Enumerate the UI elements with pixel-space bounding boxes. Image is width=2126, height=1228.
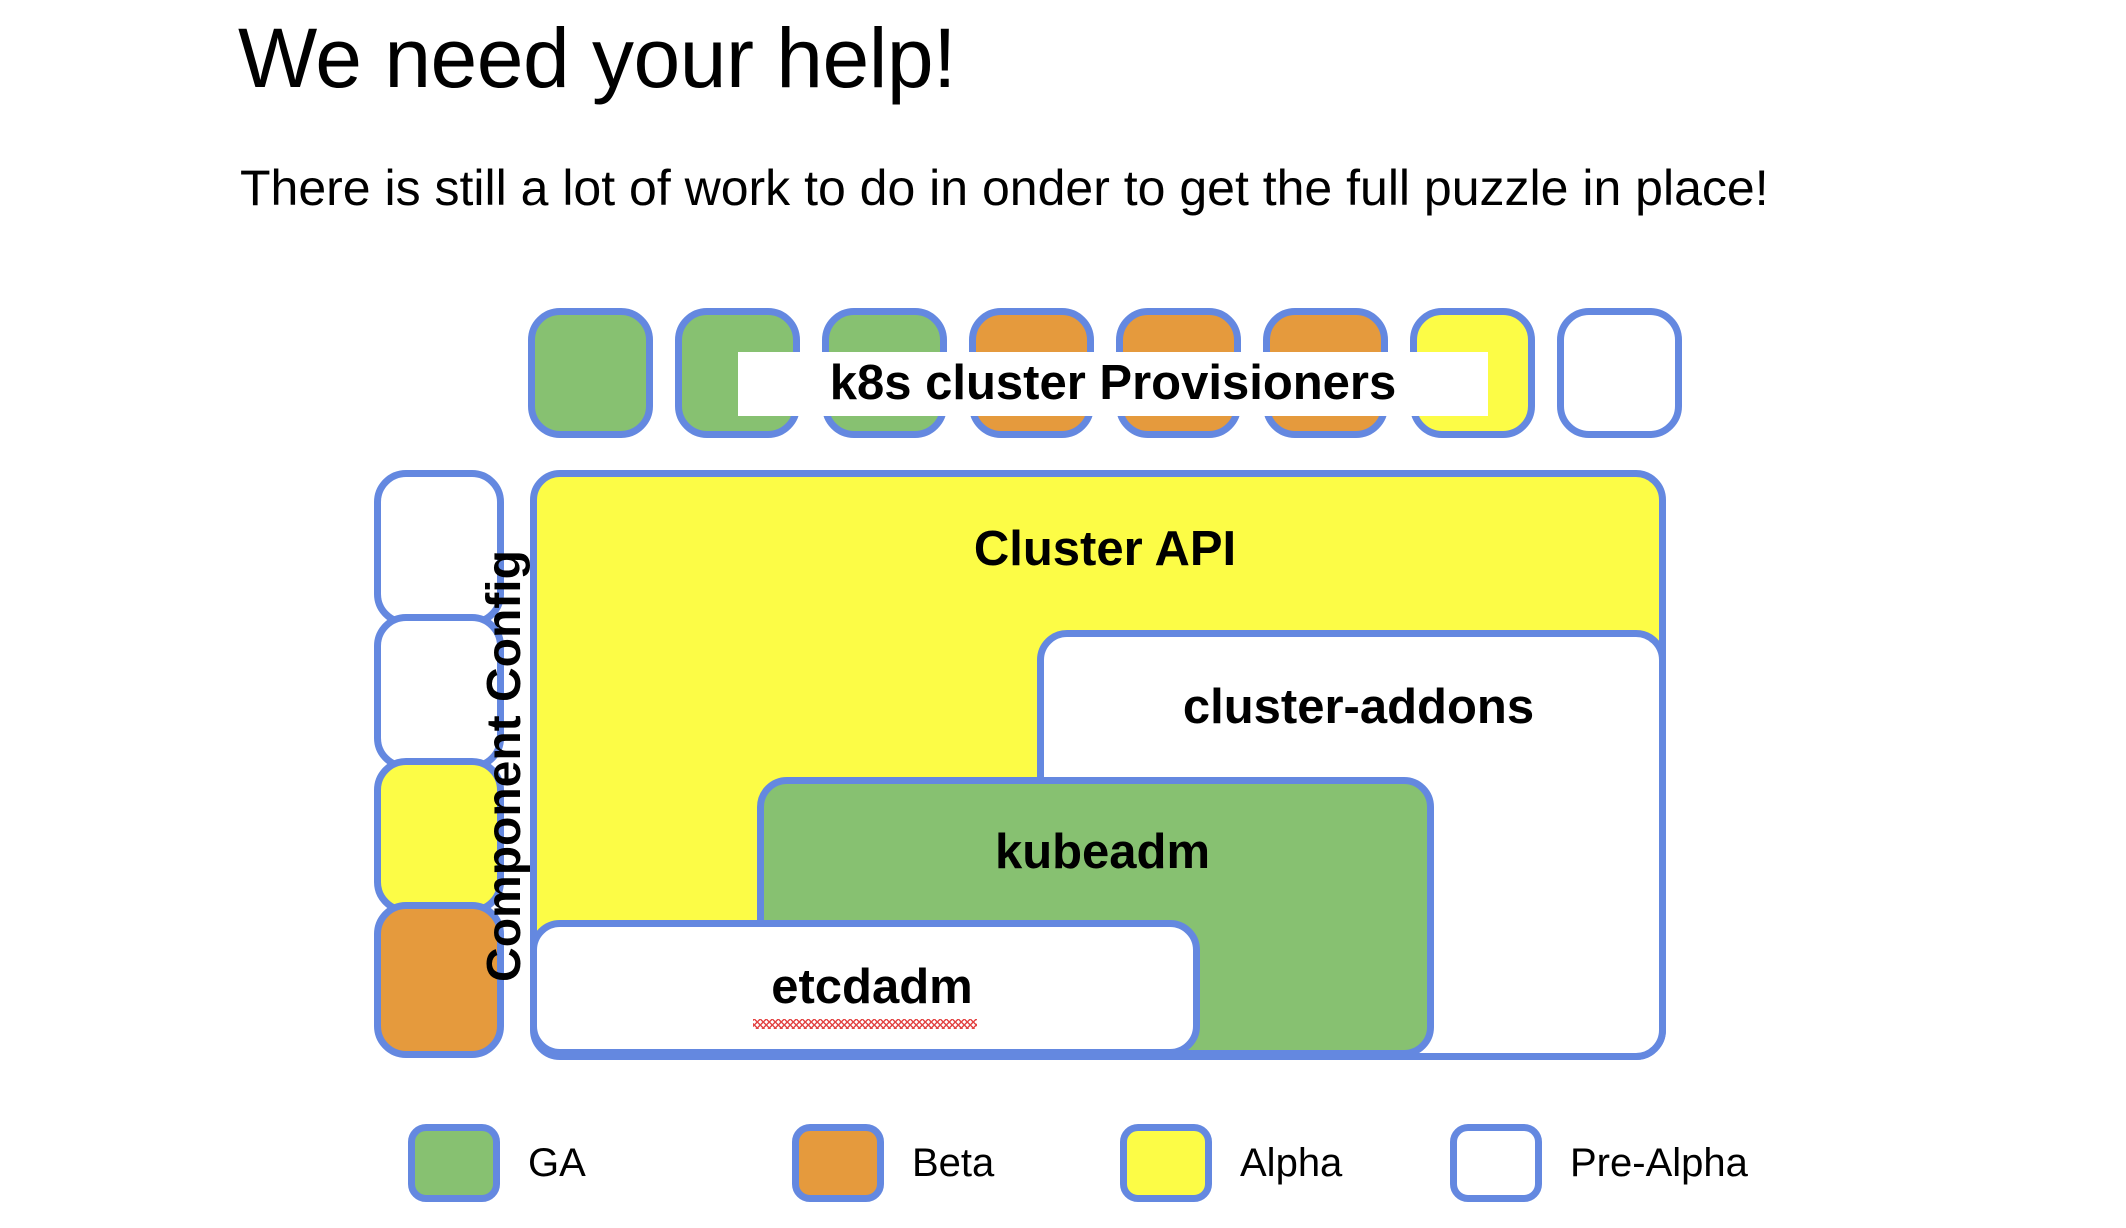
provisioner-banner-label: k8s cluster Provisioners <box>829 356 1397 410</box>
maturity-legend: GA Beta Alpha Pre-Alpha <box>408 1124 1748 1202</box>
component-config-cell-2[interactable] <box>374 614 504 770</box>
provisioner-banner: k8s cluster Provisioners <box>738 352 1488 416</box>
component-config-cell-1[interactable] <box>374 470 504 626</box>
provisioner-cell-8[interactable] <box>1557 308 1682 438</box>
kubeadm-label: kubeadm <box>994 825 1211 879</box>
legend-label-beta: Beta <box>912 1141 995 1185</box>
legend-swatch-ga <box>408 1124 500 1202</box>
component-config-cell-4[interactable] <box>374 902 504 1058</box>
k8s-cluster-provisioners-row: k8s cluster Provisioners <box>528 308 1688 438</box>
etcdadm-label: etcdadm <box>771 960 973 1014</box>
cluster-api-label: Cluster API <box>973 522 1237 576</box>
legend-swatch-pre-alpha <box>1450 1124 1542 1202</box>
provisioner-cell-1[interactable] <box>528 308 653 438</box>
legend-label-alpha: Alpha <box>1240 1141 1343 1185</box>
page-title: We need your help! <box>238 11 956 105</box>
component-config-band: Component Config <box>406 478 531 1054</box>
legend-swatch-alpha <box>1120 1124 1212 1202</box>
cluster-addons-label: cluster-addons <box>1182 680 1535 734</box>
legend-label-ga: GA <box>528 1141 586 1185</box>
legend-swatch-beta <box>792 1124 884 1202</box>
component-config-column: Component Config <box>374 470 531 1060</box>
page-subtitle: There is still a lot of work to do in on… <box>240 160 1769 216</box>
component-config-cell-3[interactable] <box>374 758 504 914</box>
etcdadm-box[interactable]: etcdadm <box>530 920 1200 1056</box>
spellcheck-underline-icon <box>753 1019 977 1029</box>
component-config-label: Component Config <box>478 550 531 982</box>
legend-label-pre-alpha: Pre-Alpha <box>1570 1141 1748 1185</box>
